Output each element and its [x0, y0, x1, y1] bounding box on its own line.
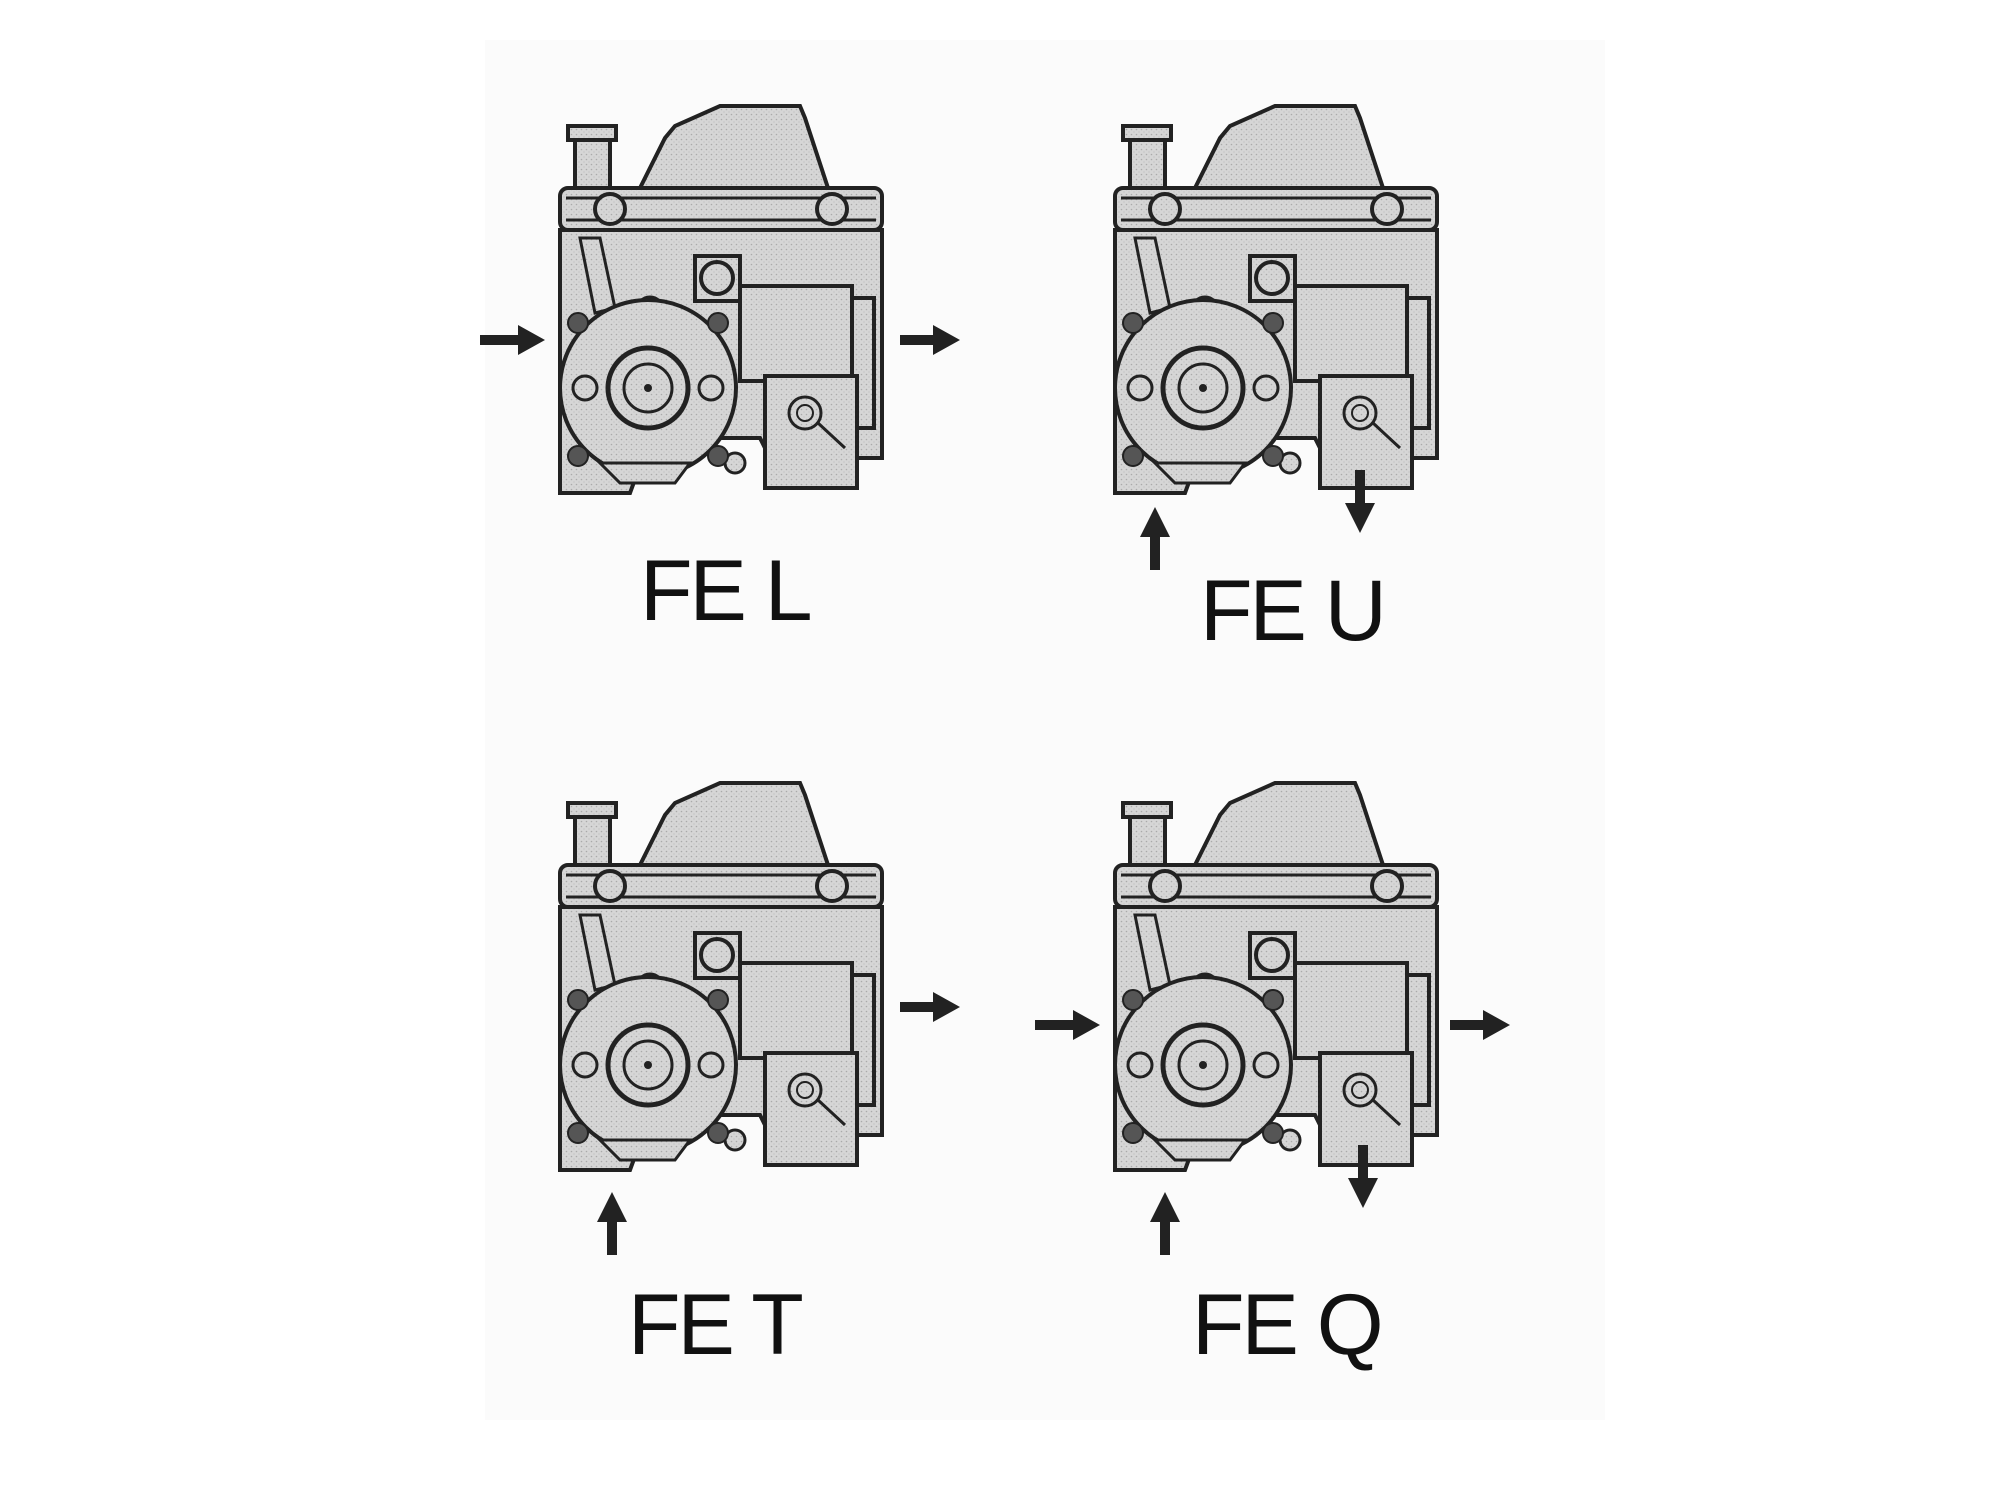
fe-q-bottom-inlet-arrow: [1150, 1192, 1180, 1255]
fe-u-inlet-arrow: [1140, 507, 1170, 570]
fe-l-inlet-arrow: [480, 325, 545, 355]
fe-l-outlet-arrow: [900, 325, 960, 355]
fe-q-right-arrow: [1450, 1010, 1510, 1040]
label-fe-l: FE L: [640, 543, 813, 639]
fe-q-bottom-outlet-arrow: [1348, 1145, 1378, 1208]
fe-q-left-arrow: [1035, 1010, 1100, 1040]
label-fe-u: FE U: [1200, 563, 1387, 659]
label-fe-t: FE T: [628, 1277, 804, 1373]
fe-t-inlet-arrow: [597, 1192, 627, 1255]
label-fe-q: FE Q: [1192, 1277, 1384, 1373]
fe-t-outlet-arrow: [900, 992, 960, 1022]
fe-u-outlet-arrow: [1345, 470, 1375, 533]
